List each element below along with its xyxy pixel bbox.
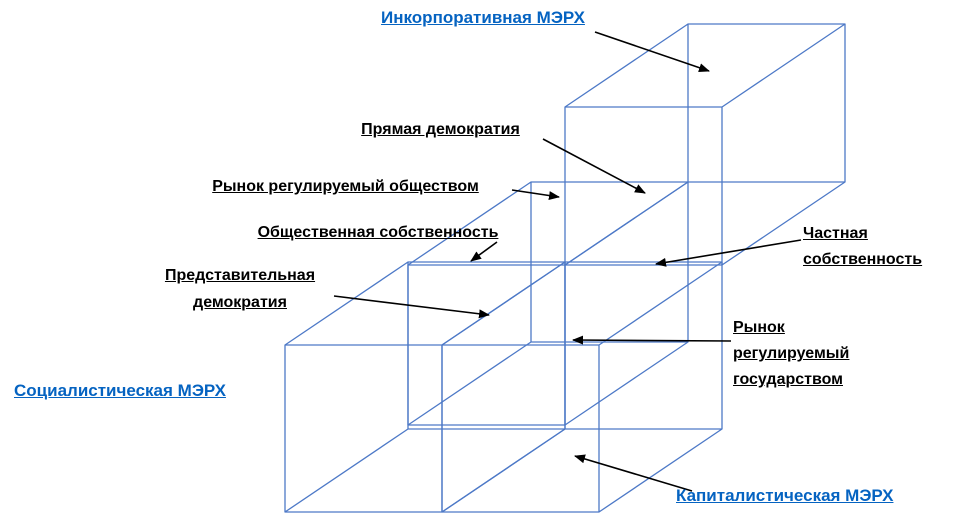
market-regulated-by-state-line3: государством bbox=[733, 371, 843, 388]
arrow-group bbox=[333, 31, 802, 492]
cube-bottom-right-capitalist bbox=[441, 261, 723, 513]
arrow-market-regulated-by-society bbox=[511, 189, 560, 200]
arrow-representative-democracy bbox=[333, 295, 490, 319]
market-regulated-by-state-line2: регулируемый bbox=[733, 345, 850, 362]
representative-democracy-line2: демократия bbox=[193, 294, 287, 311]
label-representative-democracy: Представительная демократия bbox=[145, 262, 335, 316]
private-property-line2: собственность bbox=[803, 251, 923, 268]
cube-middle bbox=[407, 181, 689, 426]
label-incorporative-merh[interactable]: Инкорпоративная МЭРХ bbox=[381, 8, 585, 27]
arrow-incorporative-merh bbox=[594, 31, 710, 73]
cube-group bbox=[284, 23, 846, 513]
market-regulated-by-state-line1: Рынок bbox=[733, 319, 785, 336]
label-capitalist-merh[interactable]: Капиталистическая МЭРХ bbox=[676, 486, 894, 505]
private-property-line1: Частная bbox=[803, 225, 868, 242]
arrow-private-property bbox=[655, 239, 802, 267]
arrow-capitalist-merh bbox=[574, 454, 693, 492]
representative-democracy-line1: Представительная bbox=[164, 267, 316, 284]
label-market-regulated-by-state: Рынок регулируемый государством bbox=[733, 315, 898, 393]
label-private-property: Частная собственность bbox=[803, 221, 958, 273]
arrow-market-regulated-by-state bbox=[572, 335, 732, 345]
label-socialist-merh[interactable]: Социалистическая МЭРХ bbox=[14, 381, 226, 400]
label-public-property: Общественная собственность bbox=[257, 224, 499, 241]
arrow-direct-democracy bbox=[542, 138, 646, 194]
label-market-regulated-by-society: Рынок регулируемый обществом bbox=[212, 178, 479, 195]
label-direct-democracy: Прямая демократия bbox=[361, 121, 520, 138]
arrow-public-property bbox=[470, 241, 498, 262]
